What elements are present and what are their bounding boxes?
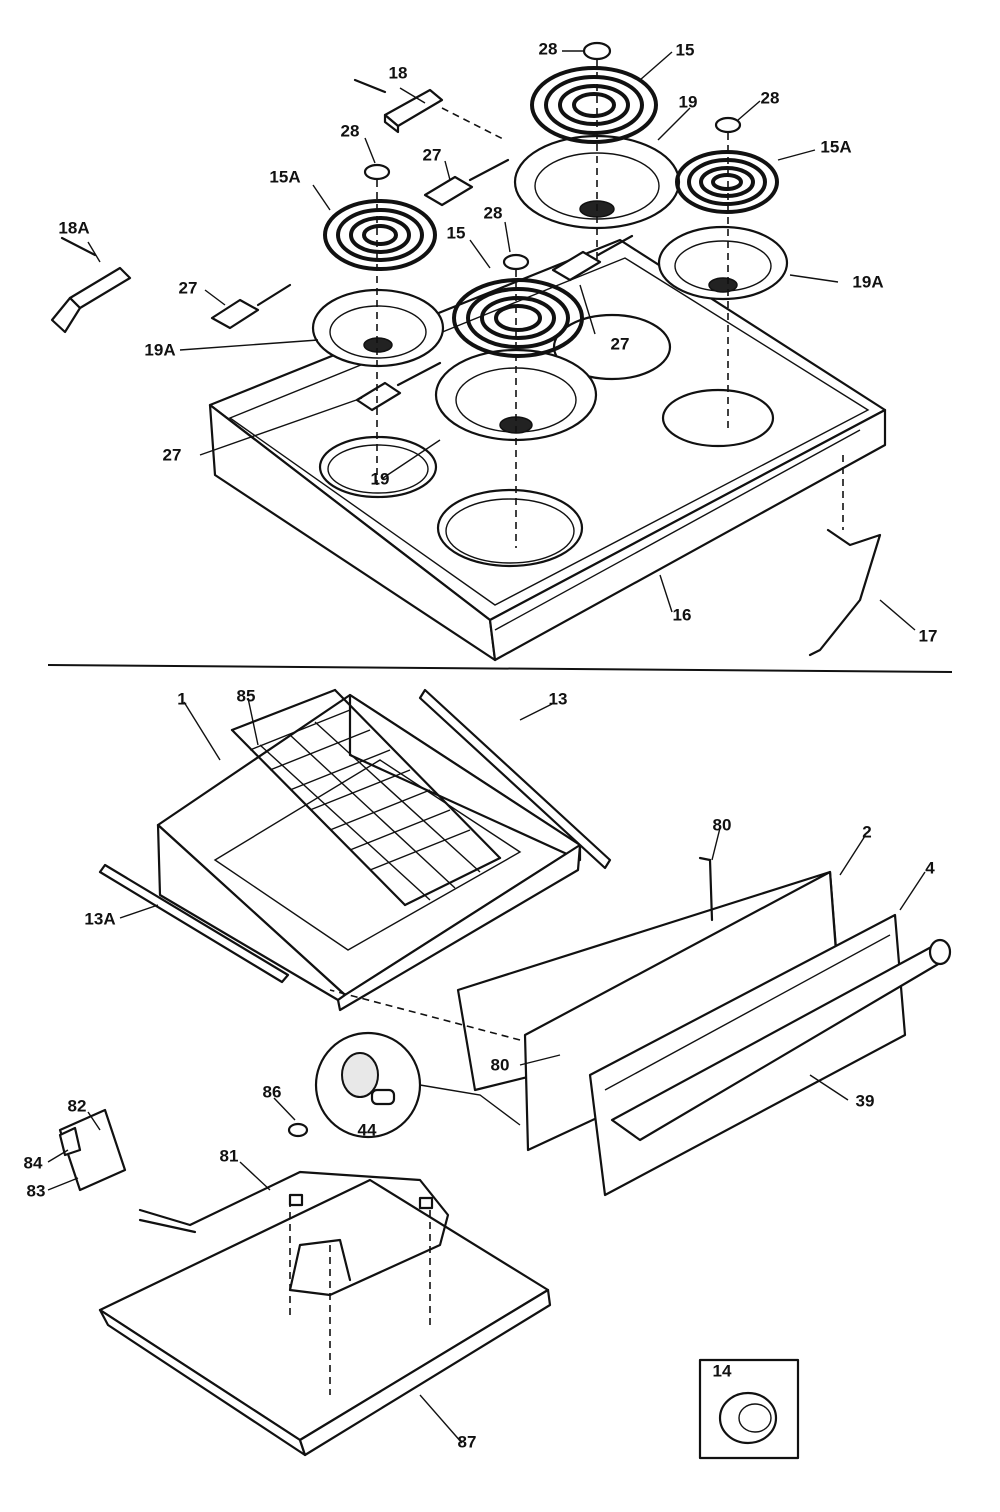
callout-27-rear: 27 <box>423 145 442 164</box>
coil-element-left <box>323 199 437 271</box>
knob-inset <box>698 1358 800 1460</box>
oven-bottom-panel <box>98 1178 552 1457</box>
receptacle-left-rear <box>210 283 292 330</box>
receptacle-right <box>551 234 634 282</box>
coil-element-front <box>452 278 584 358</box>
cooktop-assembly <box>208 238 887 662</box>
callout-14: 14 <box>713 1361 732 1380</box>
coil-element-right <box>675 150 779 214</box>
callout-16: 16 <box>673 605 692 624</box>
drip-bowl-right <box>657 225 789 301</box>
callout-27-right: 27 <box>611 334 630 353</box>
callout-15-rear: 15 <box>676 40 695 59</box>
rack-support-13 <box>418 688 612 870</box>
callout-80-bottom: 80 <box>491 1055 510 1074</box>
callout-15a-left: 15A <box>269 167 300 186</box>
oven-door <box>588 913 952 1197</box>
callout-13: 13 <box>549 689 568 708</box>
callout-86: 86 <box>263 1082 282 1101</box>
callout-13a: 13A <box>84 909 115 928</box>
coil-element-rear <box>530 66 658 144</box>
centerlines-bottom <box>289 989 521 1395</box>
section-divider <box>47 664 953 673</box>
rack-support-13a <box>98 863 290 984</box>
element-terminal-callout <box>314 1031 521 1139</box>
callout-80-top: 80 <box>713 815 732 834</box>
callout-27-left: 27 <box>179 278 198 297</box>
part-86 <box>287 1122 309 1138</box>
callout-28-left: 28 <box>341 121 360 140</box>
callout-85: 85 <box>237 686 256 705</box>
control-bracket <box>58 1108 127 1192</box>
receptacles <box>210 158 634 412</box>
callout-27-front: 27 <box>163 445 182 464</box>
callout-28-front: 28 <box>484 203 503 222</box>
callout-4: 4 <box>925 858 935 877</box>
callout-15-front: 15 <box>447 223 466 242</box>
callout-82: 82 <box>68 1096 87 1115</box>
callout-18: 18 <box>389 63 408 82</box>
drip-bowl-left <box>311 288 445 368</box>
leader-lines <box>47 50 926 1444</box>
receptacle-center-front <box>355 361 442 412</box>
callout-19a-left: 19A <box>144 340 175 359</box>
callout-28-rear: 28 <box>539 39 558 58</box>
callout-28-right: 28 <box>761 88 780 107</box>
bracket-18 <box>353 78 444 134</box>
callout-18a: 18A <box>58 218 89 237</box>
centerlines-top <box>376 60 844 548</box>
callout-39: 39 <box>856 1091 875 1110</box>
callout-84: 84 <box>24 1153 43 1172</box>
callout-19-front: 19 <box>371 469 390 488</box>
callout-2: 2 <box>862 822 871 841</box>
receptacle-center-rear <box>423 158 510 207</box>
callout-81: 81 <box>220 1146 239 1165</box>
callout-19-rear: 19 <box>679 92 698 111</box>
callout-44: 44 <box>358 1120 377 1139</box>
bracket-18a <box>50 236 132 334</box>
callout-19a-right: 19A <box>852 272 883 291</box>
surface-elements <box>323 66 779 358</box>
oven-liner <box>156 693 582 1012</box>
callout-15a-right: 15A <box>820 137 851 156</box>
callout-labels: 28 15 18 19 28 15A 28 27 15A 18A 28 15 1… <box>24 39 938 1451</box>
oven-rack <box>230 688 502 907</box>
trim-rings <box>363 41 742 271</box>
lift-rod <box>808 528 882 657</box>
callout-17: 17 <box>919 626 938 645</box>
callout-87: 87 <box>458 1432 477 1451</box>
callout-1: 1 <box>177 689 186 708</box>
callout-83: 83 <box>27 1181 46 1200</box>
